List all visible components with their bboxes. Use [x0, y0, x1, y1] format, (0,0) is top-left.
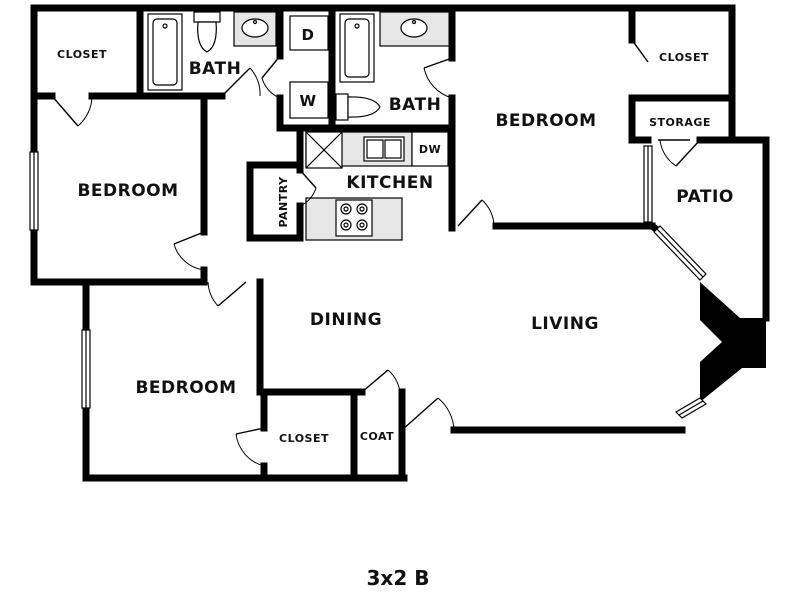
dryer [289, 15, 329, 51]
fireplace [700, 282, 766, 402]
unit-name: 3x2 B [367, 566, 430, 590]
storage-label: STORAGE [649, 116, 711, 129]
bedroom-left-label: BEDROOM [77, 181, 178, 201]
dryer-label: D [302, 26, 315, 44]
kitchen-sink [363, 136, 405, 162]
cooktop [335, 199, 373, 237]
living-label: LIVING [531, 314, 599, 334]
bath-right-label: BATH [389, 95, 442, 115]
fixtures [147, 11, 453, 241]
bedroom-bottom-label: BEDROOM [135, 378, 236, 398]
dining-label: DINING [310, 310, 382, 330]
closet-bottom-label: CLOSET [279, 432, 329, 445]
bath-left-label: BATH [189, 59, 242, 79]
toilet-right [335, 93, 349, 121]
toilet-left [193, 11, 221, 23]
kitchen-label: KITCHEN [346, 173, 433, 193]
dishwasher-label: DW [419, 143, 441, 156]
dishwasher [411, 131, 449, 167]
patio-label: PATIO [676, 187, 734, 207]
washer [289, 81, 329, 119]
closet-tl-label: CLOSET [57, 48, 107, 61]
windows [29, 145, 707, 419]
bathtub-right [339, 13, 375, 83]
pantry-label: PANTRY [277, 176, 290, 228]
room-labels: CLOSET BATH D W BATH BEDROOM CLOSET STOR… [57, 26, 734, 445]
bathtub-left [147, 13, 183, 91]
doors [51, 39, 701, 467]
coat-label: COAT [360, 430, 394, 443]
walls [30, 4, 770, 482]
washer-label: W [299, 92, 316, 110]
bedroom-right-label: BEDROOM [495, 111, 596, 131]
closet-tr-label: CLOSET [659, 51, 709, 64]
